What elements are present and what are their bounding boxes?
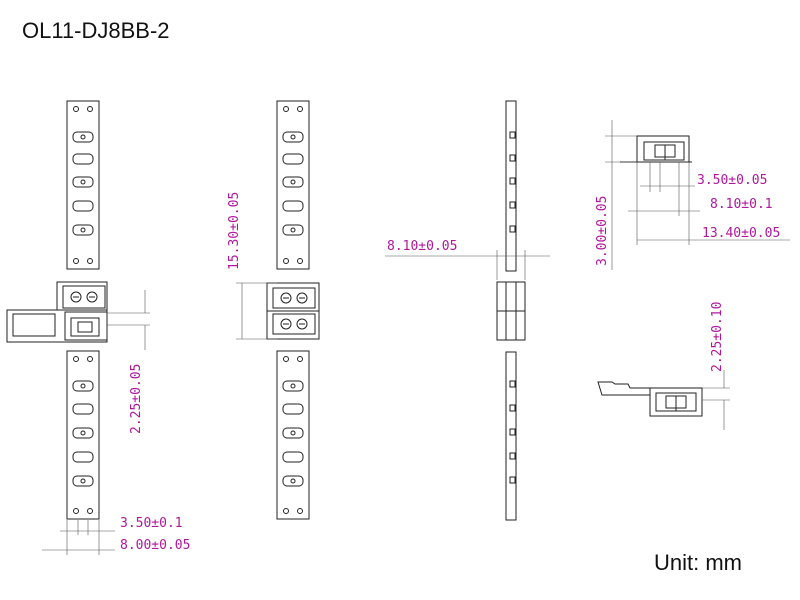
dim-top-height: 3.00±0.05 — [595, 196, 610, 266]
dim-length: 15.30±0.05 — [227, 192, 242, 270]
view-front-center: 15.30±0.05 — [227, 100, 320, 520]
dim-pitch: 3.50±0.1 — [120, 516, 183, 531]
dim-gap-left: 2.25±0.05 — [129, 364, 144, 434]
dim-clip-height: 2.25±0.10 — [710, 302, 725, 372]
strip-upper-center — [276, 100, 310, 270]
unit-label: Unit: mm — [654, 550, 742, 575]
strip-lower — [66, 350, 100, 520]
dim-top-total: 13.40±0.05 — [702, 226, 780, 241]
dim-strip-width: 8.00±0.05 — [120, 538, 190, 553]
side-strip-upper — [505, 100, 517, 272]
view-side: 8.10±0.05 — [385, 100, 550, 521]
dim-side-width: 8.10±0.05 — [387, 239, 457, 254]
view-profile-top: 3.00±0.05 3.50±0.05 8.10±0.1 13.40±0.05 — [595, 120, 790, 270]
view-front-left: 2.25±0.05 3.50±0.1 8.00±0.05 — [6, 100, 190, 555]
side-connector — [6, 281, 108, 343]
side-strip-lower — [505, 351, 517, 521]
view-profile-clip: 2.25±0.10 — [597, 302, 730, 430]
drawing-title: OL11-DJ8BB-2 — [22, 18, 170, 43]
dim-top-width: 8.10±0.1 — [710, 197, 773, 212]
center-connector — [266, 282, 320, 340]
strip-upper — [66, 100, 100, 270]
dim-top-pitch: 3.50±0.05 — [697, 173, 767, 188]
